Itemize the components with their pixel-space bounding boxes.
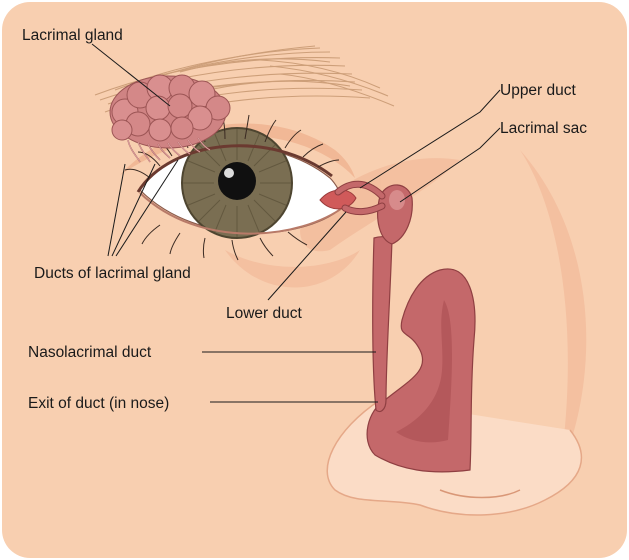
label-nasolacrimal-duct: Nasolacrimal duct	[28, 344, 152, 361]
pupil-highlight	[224, 168, 234, 178]
pupil	[218, 162, 256, 200]
label-ducts-of-lacrimal-gland: Ducts of lacrimal gland	[34, 265, 191, 282]
label-upper-duct: Upper duct	[500, 82, 577, 99]
label-lacrimal-gland: Lacrimal gland	[22, 27, 123, 44]
label-exit-of-duct: Exit of duct (in nose)	[28, 395, 169, 412]
label-lower-duct: Lower duct	[226, 305, 303, 322]
label-lacrimal-sac: Lacrimal sac	[500, 120, 587, 137]
